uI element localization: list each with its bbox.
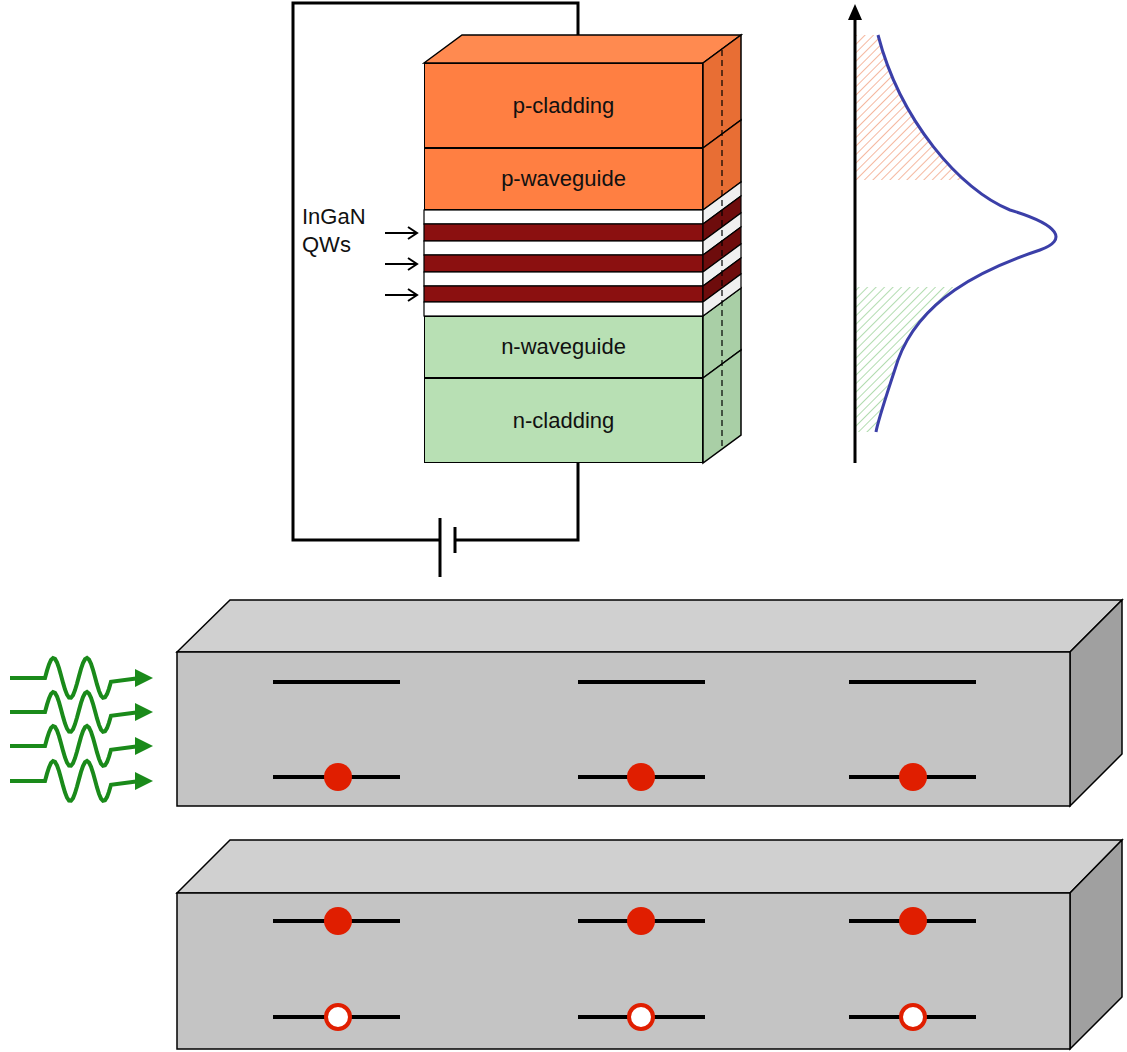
layer-box: n-waveguide <box>424 316 703 378</box>
layer-box: n-cladding <box>424 378 703 463</box>
facet-line <box>721 50 722 450</box>
layer-label: p-cladding <box>513 93 615 119</box>
pointer-arrow <box>385 227 417 301</box>
layer-box: p-cladding <box>424 63 703 148</box>
material-bar <box>177 600 1122 1049</box>
energy-levels <box>273 682 976 1029</box>
laser-stack <box>424 35 741 463</box>
layer-label: n-cladding <box>513 408 615 434</box>
qw-label: InGaN QWs <box>302 203 372 258</box>
mode-profile <box>848 4 1075 463</box>
battery-symbol <box>440 518 455 577</box>
layer-box: p-waveguide <box>424 148 703 210</box>
light-wave-arrows <box>10 658 153 801</box>
layer-label: p-waveguide <box>501 166 626 192</box>
layer-label: n-waveguide <box>501 334 626 360</box>
